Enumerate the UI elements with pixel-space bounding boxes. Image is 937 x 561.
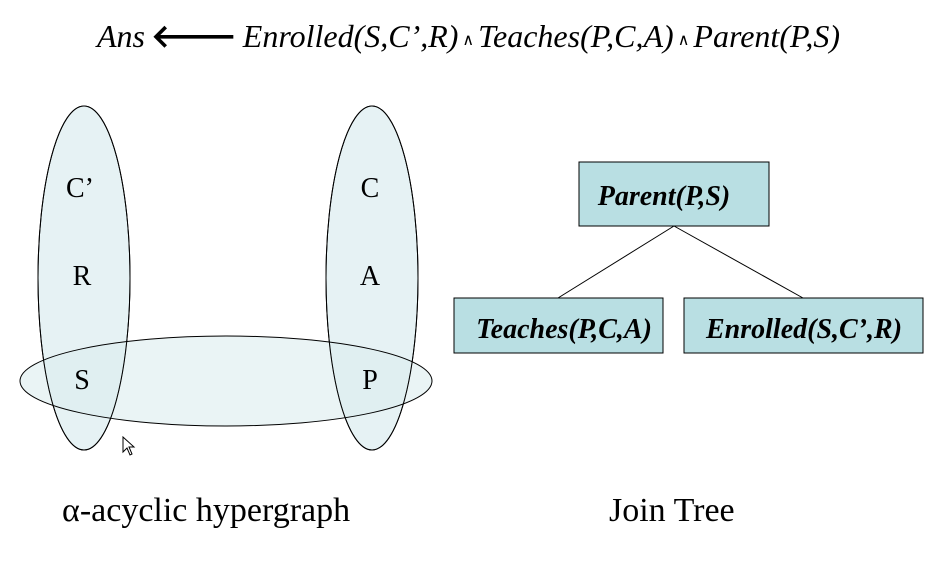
- tree-edge: [673, 225, 804, 299]
- conjunction-symbol: ∧: [462, 31, 475, 49]
- vertex-label: S: [74, 365, 90, 396]
- tree-node-right: [683, 297, 924, 354]
- query-head: Ans: [96, 18, 145, 54]
- tree-node-label: Parent(P,S): [597, 181, 731, 212]
- query-formula: Ans🡐Enrolled(S,C’,R)∧Teaches(P,C,A)∧Pare…: [0, 16, 937, 55]
- hypergraph-caption: α-acyclic hypergraph: [62, 492, 351, 529]
- tree-node-root: [578, 161, 770, 227]
- query-atom-parent: Parent(P,S): [693, 18, 841, 54]
- join-tree: Parent(P,S) Teaches(P,C,A) Enrolled(S,C’…: [453, 161, 924, 354]
- vertex-label: A: [360, 261, 381, 292]
- mouse-pointer-icon: [122, 436, 136, 456]
- tree-node-label: Enrolled(S,C’,R): [705, 314, 902, 345]
- join-tree-caption: Join Tree: [609, 492, 735, 529]
- hypergraph: C’ R S C A P: [19, 105, 433, 451]
- hyperedge-left-outline: [37, 105, 131, 451]
- vertex-label: C’: [66, 173, 94, 204]
- hyperedge-bottom: [19, 335, 433, 427]
- tree-node-label: Teaches(P,C,A): [476, 314, 652, 345]
- query-atom-teaches: Teaches(P,C,A): [478, 18, 674, 54]
- tree-node-left: [453, 297, 664, 354]
- vertex-label: C: [361, 173, 380, 204]
- vertex-label: R: [73, 261, 92, 292]
- arrow-left-icon: 🡐: [150, 18, 237, 54]
- conjunction-symbol: ∧: [677, 31, 690, 49]
- tree-edge: [557, 225, 675, 299]
- query-atom-enrolled: Enrolled(S,C’,R): [242, 18, 459, 54]
- vertex-label: P: [362, 365, 378, 396]
- hyperedge-right-outline: [325, 105, 419, 451]
